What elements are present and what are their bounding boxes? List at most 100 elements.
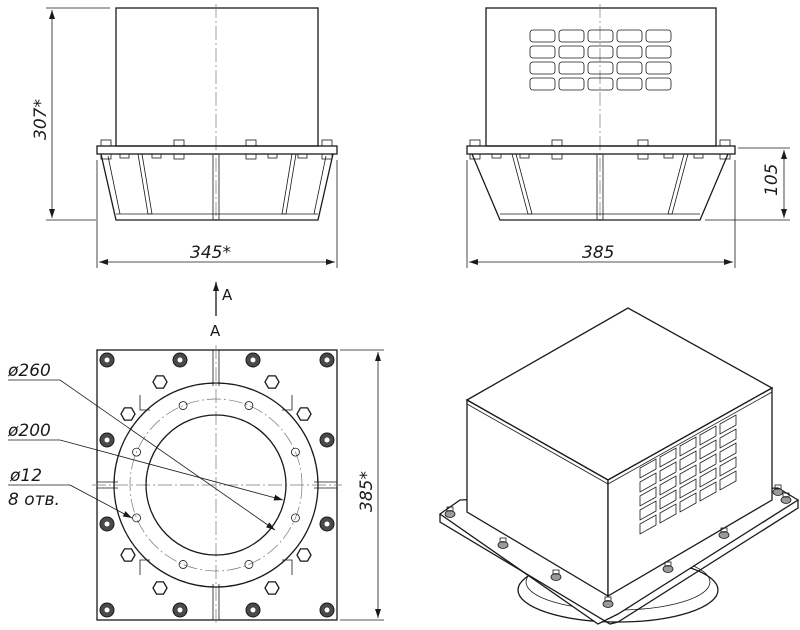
side-louver-grille xyxy=(529,29,672,91)
side-width-label: 385 xyxy=(582,243,614,263)
front-view: 307* 345* xyxy=(31,4,338,268)
front-base-frame xyxy=(100,153,334,221)
hex-nut xyxy=(264,375,280,389)
hex-nut xyxy=(296,548,312,562)
louver-slot xyxy=(645,61,672,75)
bore-label: ø200 xyxy=(7,421,51,441)
front-height-label: 307* xyxy=(31,99,51,140)
iso-bolt xyxy=(772,488,784,496)
flange-hole xyxy=(178,560,188,569)
plan-size-dimension: 385* xyxy=(340,349,384,621)
flange-hole xyxy=(178,401,188,410)
louver-slot xyxy=(616,29,643,43)
plate-bolt-center xyxy=(177,357,183,363)
louver-slot xyxy=(645,45,672,59)
iso-bolt-nut xyxy=(664,561,672,567)
side-base-frame xyxy=(471,153,729,221)
view-label: A xyxy=(210,322,221,340)
side-base-height-dimension: 105 xyxy=(705,147,790,221)
hex-nut xyxy=(264,581,280,595)
plate-bolt-center xyxy=(324,607,330,613)
plate-bolt-center xyxy=(250,357,256,363)
iso-louver-slot xyxy=(659,447,677,468)
iso-bolt xyxy=(444,510,456,518)
side-flange-plate xyxy=(466,145,736,155)
plan-flange-holes xyxy=(132,401,300,569)
iso-louver-slot xyxy=(699,467,717,488)
plan-dimension-leaders xyxy=(8,379,284,531)
hex-nut xyxy=(120,548,136,562)
louver-slot xyxy=(558,77,585,91)
iso-louver-slot xyxy=(639,514,657,535)
flange-hole xyxy=(132,513,141,523)
front-height-dimension: 307* xyxy=(31,7,110,221)
iso-louver-slot xyxy=(679,478,697,499)
iso-flange-bolts xyxy=(444,484,792,608)
iso-louver-slot xyxy=(639,486,657,507)
iso-louver-slot xyxy=(699,425,717,446)
louver-slot xyxy=(645,29,672,43)
flange-hole xyxy=(291,447,300,457)
iso-bolt-nut xyxy=(499,537,507,543)
iso-louver-slot xyxy=(639,500,657,521)
flange-hole xyxy=(244,401,254,410)
plan-hex-nuts xyxy=(120,375,312,595)
iso-bolt xyxy=(602,600,614,608)
louver-slot xyxy=(587,29,614,43)
iso-louver-slot xyxy=(659,503,677,524)
iso-bolt-nut xyxy=(720,527,728,533)
iso-louver-slot xyxy=(659,489,677,510)
iso-louver-grille xyxy=(639,414,737,535)
iso-louver-slot xyxy=(659,461,677,482)
hole-count-label: 8 отв. xyxy=(8,490,60,510)
front-width-dimension: 345* xyxy=(96,160,338,268)
side-hood-body xyxy=(485,7,717,147)
iso-louver-slot xyxy=(639,458,657,479)
bolt-circle-label: ø260 xyxy=(7,361,51,381)
iso-louver-slot xyxy=(719,470,737,491)
flange-hole xyxy=(291,513,300,523)
iso-louver-slot xyxy=(699,453,717,474)
plan-bolt-circle xyxy=(129,398,303,572)
louver-slot xyxy=(616,77,643,91)
iso-base-plate-edge xyxy=(439,500,799,625)
louver-slot xyxy=(529,77,556,91)
louver-slot xyxy=(558,29,585,43)
louver-slot xyxy=(529,61,556,75)
iso-louver-slot xyxy=(659,475,677,496)
front-flange-bolts xyxy=(100,139,333,160)
plate-bolt-center xyxy=(104,607,110,613)
hex-nut xyxy=(152,375,168,389)
view-arrow-a: A A xyxy=(210,282,233,340)
plate-bolt-center xyxy=(177,607,183,613)
front-flange-plate xyxy=(96,145,338,155)
hex-nut xyxy=(296,407,312,421)
plan-flange-outer xyxy=(113,382,319,588)
plate-bolt-center xyxy=(324,521,330,527)
front-hood-body xyxy=(115,7,319,147)
hex-nut xyxy=(120,407,136,421)
isometric-view xyxy=(438,307,800,625)
plate-bolt-center xyxy=(324,357,330,363)
louver-slot xyxy=(587,77,614,91)
plate-bolt-center xyxy=(250,607,256,613)
louver-slot xyxy=(529,45,556,59)
louver-slot xyxy=(616,61,643,75)
plate-bolt-center xyxy=(104,357,110,363)
iso-bolt xyxy=(780,496,792,504)
plan-size-label: 385* xyxy=(357,471,377,512)
front-width-label: 345* xyxy=(190,243,231,263)
louver-slot xyxy=(558,45,585,59)
iso-bolt xyxy=(718,531,730,539)
iso-bolt xyxy=(497,541,509,549)
iso-louver-slot xyxy=(639,472,657,493)
iso-louver-slot xyxy=(719,442,737,463)
iso-louver-slot xyxy=(699,481,717,502)
louver-slot xyxy=(645,77,672,91)
side-flange-bolts xyxy=(469,139,731,160)
iso-bolt-nut xyxy=(604,596,612,602)
iso-bolt-nut xyxy=(774,484,782,490)
iso-louver-slot xyxy=(679,450,697,471)
louver-slot xyxy=(616,45,643,59)
